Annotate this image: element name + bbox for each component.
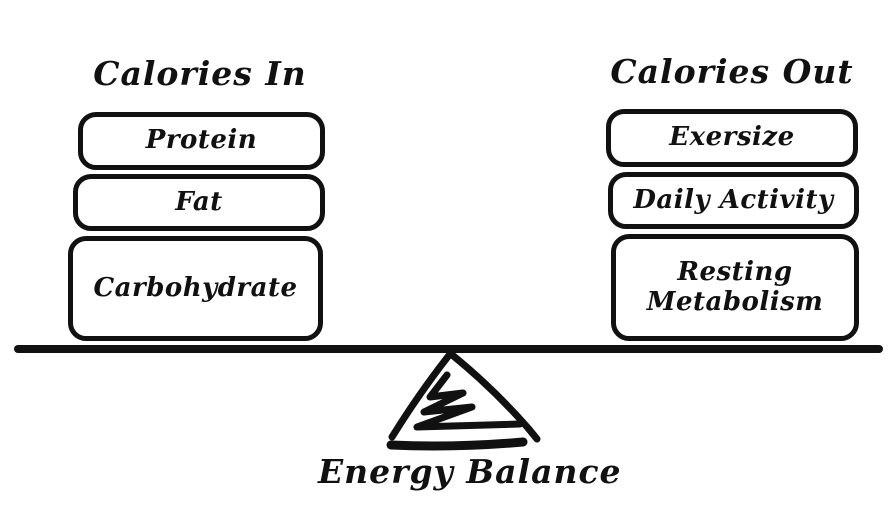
box-fat: Fat [73,174,325,231]
fulcrum-right-side [447,350,541,443]
box-protein-label: Protein [145,125,258,156]
calories-in-title: Calories In [93,54,307,93]
fulcrum-left-side [388,350,454,441]
fulcrum-base [386,437,528,451]
box-exersize: Exersize [606,109,858,167]
box-resting-metabolism-label: Resting Metabolism [646,256,824,317]
box-carbohydrate: Carbohydrate [68,236,323,341]
box-protein: Protein [78,112,325,170]
box-daily-activity-label: Daily Activity [633,184,834,215]
balance-beam [14,345,883,353]
box-exersize-label: Exersize [669,122,795,153]
box-daily-activity: Daily Activity [608,172,859,229]
fulcrum-scribble [413,371,524,431]
box-resting-metabolism: Resting Metabolism [611,234,859,341]
energy-balance-caption: Energy Balance [318,452,622,491]
box-fat-label: Fat [175,186,223,217]
calories-out-title: Calories Out [610,52,854,91]
scribbled-triangle-fulcrum-icon [386,350,541,451]
box-carbohydrate-label: Carbohydrate [93,272,298,303]
